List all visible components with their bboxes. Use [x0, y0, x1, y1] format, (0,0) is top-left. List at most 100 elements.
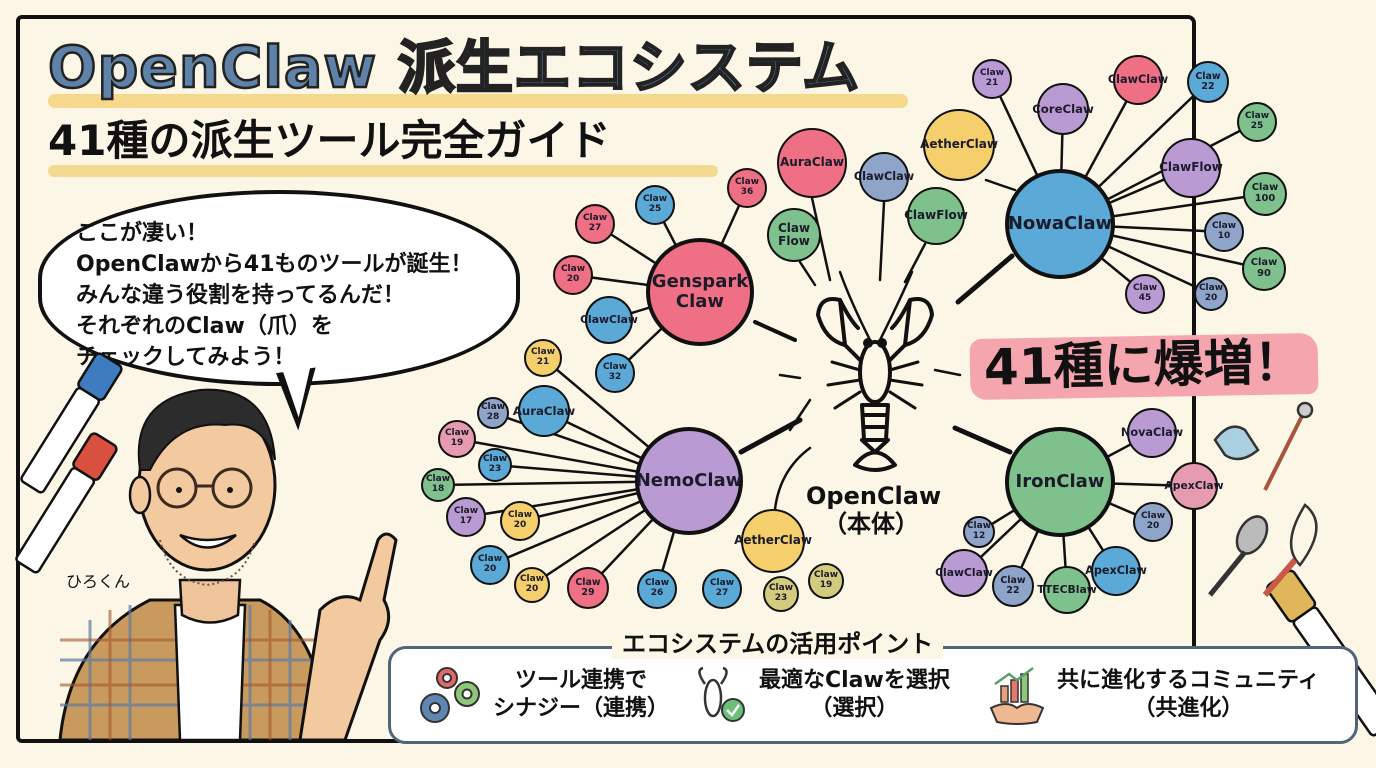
node-label: ApexClaw: [1085, 563, 1147, 577]
child-node[interactable]: Claw 20: [470, 545, 510, 585]
node-label: Claw 29: [575, 576, 601, 598]
hub-node-ironclaw[interactable]: IronClaw: [1005, 427, 1115, 537]
child-node[interactable]: Claw 21: [972, 59, 1012, 99]
growth-callout: 41種に爆増！: [969, 332, 1319, 401]
child-node[interactable]: ApexClaw: [1164, 462, 1224, 510]
handshake-chart-icon: [989, 667, 1045, 725]
node-label: AuraClaw: [512, 403, 576, 418]
node-label: Claw 19: [444, 428, 470, 448]
node-label: Claw 23: [768, 583, 794, 603]
child-node[interactable]: Claw 26: [637, 569, 677, 609]
bubble-line: みんな違う役割を持ってるんだ！: [76, 283, 405, 308]
node-label: Claw 20: [1140, 511, 1166, 531]
child-node[interactable]: Claw 22: [992, 565, 1034, 607]
child-node[interactable]: CoreClaw: [1032, 83, 1094, 135]
gears-icon: [420, 667, 480, 723]
child-node[interactable]: Claw 45: [1125, 274, 1165, 314]
node-label: Claw 12: [966, 521, 992, 541]
satellite-node[interactable]: Claw 23: [763, 576, 799, 612]
child-node[interactable]: Claw 22: [1187, 61, 1229, 103]
child-node[interactable]: Claw 25: [1237, 102, 1277, 142]
child-node[interactable]: Claw 10: [1204, 212, 1244, 252]
node-label: Claw 25: [642, 194, 668, 214]
satellite-node[interactable]: AuraClaw: [777, 128, 847, 198]
satellite-node[interactable]: Claw 27: [702, 569, 742, 609]
node-label: Claw 100: [1251, 182, 1279, 204]
lobster-icon: [816, 270, 934, 472]
child-node[interactable]: Claw 32: [595, 353, 635, 393]
bubble-line: OpenClawから41ものツールが誕生！: [76, 252, 473, 277]
character-name: ひろくん: [66, 572, 131, 591]
child-node[interactable]: ApexClaw: [1085, 546, 1147, 596]
node-label: Claw 32: [602, 362, 628, 382]
child-node[interactable]: Claw 12: [963, 516, 995, 548]
bubble-line: チェックしてみよう！: [76, 345, 296, 370]
node-label: ClawClaw: [935, 566, 993, 580]
node-label: Claw 20: [519, 574, 545, 594]
child-node[interactable]: Claw 20: [500, 501, 540, 541]
node-label: Claw 26: [644, 578, 670, 598]
child-node[interactable]: TTECBlaw: [1037, 566, 1097, 614]
speech-bubble: [38, 190, 520, 386]
satellite-node[interactable]: AetherClaw: [734, 509, 812, 573]
node-label: AetherClaw: [734, 533, 812, 548]
node-label: CoreClaw: [1032, 101, 1094, 116]
satellite-node[interactable]: AetherClaw: [920, 109, 998, 181]
node-label: Claw 22: [1195, 70, 1221, 92]
hub-node-nowaclaw[interactable]: NowaClaw: [1005, 169, 1115, 279]
child-node[interactable]: ClawClaw: [935, 549, 993, 597]
child-node[interactable]: Claw 90: [1242, 247, 1286, 291]
satellite-node[interactable]: ClawClaw: [854, 152, 914, 202]
node-label: ClawClaw: [1107, 72, 1169, 86]
child-node[interactable]: Claw 19: [438, 420, 476, 458]
child-node[interactable]: Claw 21: [524, 339, 562, 377]
bubble-line: それぞれのClaw（爪）を: [76, 314, 333, 339]
child-node[interactable]: ClawFlow: [1159, 138, 1223, 198]
node-label: Claw 25: [1244, 111, 1270, 131]
child-node[interactable]: Claw 25: [635, 185, 675, 225]
hub-node-nemoclaw[interactable]: NemoClaw: [635, 427, 743, 535]
node-label: AetherClaw: [920, 137, 998, 152]
child-node[interactable]: Claw 20: [1133, 502, 1173, 542]
node-label: Claw 21: [530, 347, 556, 367]
satellite-node[interactable]: ClawFlow: [904, 187, 968, 245]
child-node[interactable]: Claw 23: [478, 448, 512, 482]
speech-bubble-text: ここが凄い！ OpenClawから41ものツールが誕生！ みんな違う役割を持って…: [76, 218, 516, 373]
child-node[interactable]: Claw 20: [1194, 277, 1228, 311]
child-node[interactable]: Claw 27: [575, 204, 615, 244]
child-node[interactable]: ClawClaw: [580, 296, 638, 344]
subtitle-highlight: [48, 165, 718, 177]
child-node[interactable]: Claw 17: [446, 497, 486, 537]
satellite-node[interactable]: Claw 19: [808, 563, 844, 599]
child-node[interactable]: AuraClaw: [513, 385, 575, 437]
node-label: Claw 20: [1198, 283, 1224, 303]
node-label: Claw 45: [1132, 283, 1158, 303]
node-label: NemoClaw: [635, 470, 743, 492]
child-node[interactable]: ClawClaw: [1108, 55, 1168, 105]
node-label: Claw 27: [709, 578, 735, 598]
child-node[interactable]: Claw 100: [1243, 172, 1287, 216]
center-node-label[interactable]: OpenClaw （本体）: [806, 482, 941, 538]
child-node[interactable]: NovaClaw: [1121, 408, 1183, 458]
child-node[interactable]: Claw 18: [421, 468, 455, 502]
point-community-line1: 共に進化するコミュニティ: [1057, 668, 1320, 693]
child-node[interactable]: Claw 29: [567, 567, 609, 609]
node-label: ClawClaw: [580, 313, 638, 327]
node-label: NowaClaw: [1007, 213, 1113, 235]
bubble-line: ここが凄い！: [76, 221, 209, 246]
child-node[interactable]: Claw 36: [727, 168, 767, 208]
node-label: ClawClaw: [853, 169, 915, 183]
child-node[interactable]: Claw 20: [553, 255, 593, 295]
child-node[interactable]: Claw 20: [514, 567, 550, 603]
child-node[interactable]: Claw 28: [477, 397, 509, 429]
point-select-line2: （選択）: [810, 696, 899, 721]
lobster-check-icon: [698, 666, 745, 722]
page-title: OpenClaw 派生エコシステム: [47, 35, 861, 101]
node-label: Claw 90: [1250, 257, 1278, 279]
node-label: ClawFlow: [904, 208, 968, 223]
point-select-line1: 最適なClawを選択: [759, 668, 950, 693]
node-label: Claw 18: [425, 474, 451, 494]
panel-title: エコシステムの活用ポイント: [612, 624, 944, 659]
